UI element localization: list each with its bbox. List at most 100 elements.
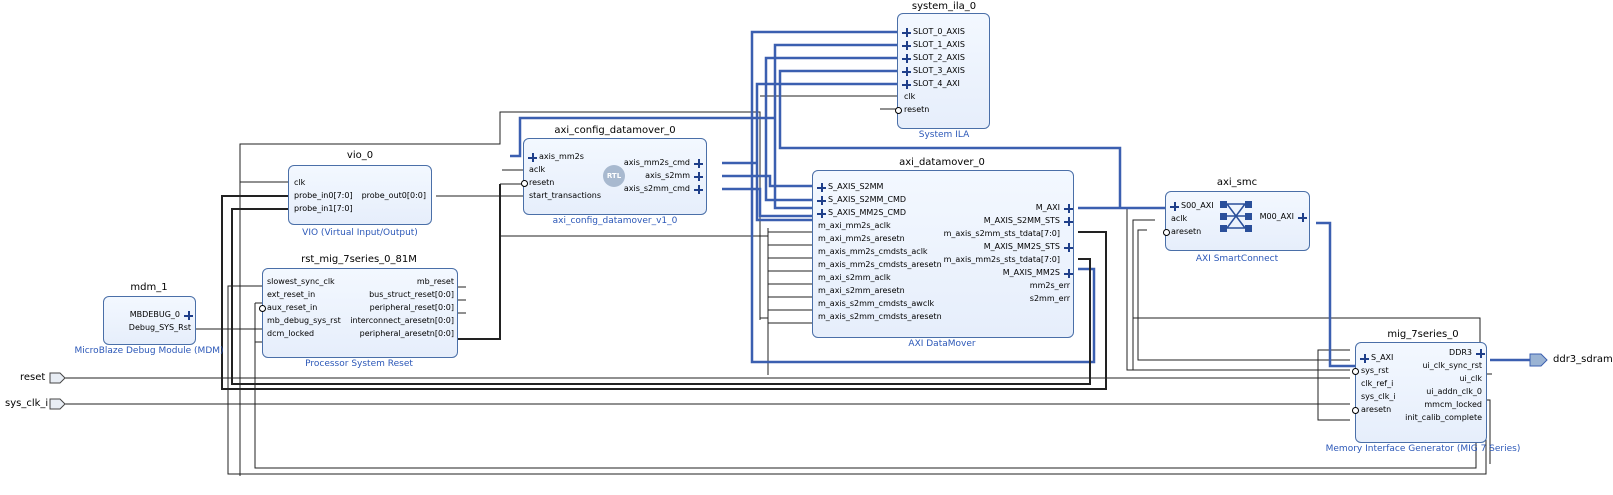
acd-port: axis_mm2s_cmd	[623, 158, 690, 167]
adm-port: M_AXIS_MM2S	[1002, 268, 1060, 277]
s2mm-sts-bus-icon	[1064, 217, 1073, 226]
vio-port: probe_in1[7:0]	[294, 204, 353, 213]
rst-port: mb_reset	[416, 277, 454, 286]
resetn-inverter-icon	[895, 107, 902, 114]
mig-port: ui_clk_sync_rst	[1422, 361, 1482, 370]
system-ila-title: system_ila_0	[911, 1, 977, 12]
adm-port: S_AXIS_MM2S_CMD	[828, 208, 907, 217]
acd-port: aclk	[529, 165, 546, 174]
ila-port: SLOT_0_AXIS	[913, 27, 965, 36]
mbdebug-bus-icon	[184, 311, 193, 320]
mig-subtitle: Memory Interface Generator (MIG 7 Series…	[1325, 444, 1521, 454]
adm-port: m_axi_mm2s_aresetn	[818, 234, 905, 243]
axi-config-datamover-block[interactable]: axis_mm2s aclk resetn start_transactions…	[521, 138, 707, 215]
bus-ila-slot4	[755, 82, 898, 222]
bus-ila-slot2	[764, 56, 898, 202]
mig-port: DDR3	[1449, 348, 1472, 357]
mig-port: init_calib_complete	[1405, 413, 1482, 422]
rst-port: dcm_locked	[267, 329, 315, 338]
axi-config-datamover-title: axi_config_datamover_0	[554, 125, 676, 136]
s00-axi-bus-icon	[1170, 202, 1179, 211]
smc-port: aclk	[1171, 214, 1188, 223]
adm-port: m_axis_mm2s_cmdsts_aresetn	[818, 260, 942, 269]
s-axis-s2mm-cmd-bus-icon	[817, 196, 826, 205]
vio-subtitle: VIO (Virtual Input/Output)	[302, 228, 418, 238]
ila-port: SLOT_4_AXI	[913, 79, 960, 88]
s-axis-mm2s-cmd-bus-icon	[817, 209, 826, 218]
adm-port: m_axi_s2mm_aresetn	[818, 286, 905, 295]
adm-port: M_AXIS_MM2S_STS	[983, 242, 1060, 251]
mig-port: sys_clk_i	[1361, 392, 1396, 401]
mm2s-cmd-bus-icon	[694, 159, 703, 168]
mig-port: sys_rst	[1361, 366, 1389, 375]
slot3-bus-icon	[902, 67, 911, 76]
mdm-port: MBDEBUG_0	[129, 310, 180, 319]
external-port-arrows	[49, 353, 1548, 410]
sys-clk-port-arrow	[49, 398, 66, 410]
m00-axi-bus-icon	[1298, 213, 1307, 222]
adm-port: m_axis_mm2s_sts_tdata[7:0]	[943, 255, 1060, 264]
aresetn-inverter-icon	[1163, 229, 1170, 236]
rst-port: slowest_sync_clk	[267, 277, 335, 286]
mig-port: aresetn	[1361, 405, 1392, 414]
rst-port: ext_reset_in	[267, 290, 316, 299]
adm-port: m_axi_s2mm_aclk	[818, 273, 891, 282]
axi-smc-subtitle: AXI SmartConnect	[1195, 254, 1279, 264]
axi-smc-block[interactable]: S00_AXI aclk aresetn M00_AXI	[1163, 191, 1310, 251]
mig-port: mmcm_locked	[1424, 400, 1482, 409]
system-ila-block[interactable]: SLOT_0_AXIS SLOT_1_AXIS SLOT_2_AXIS SLOT…	[895, 13, 990, 129]
aux-reset-inverter-icon	[259, 305, 266, 312]
ila-port: SLOT_1_AXIS	[913, 40, 965, 49]
mig-port: ui_clk	[1459, 374, 1482, 383]
mig-port: ui_addn_clk_0	[1426, 387, 1482, 396]
adm-port: S_AXIS_S2MM	[828, 182, 884, 191]
rst-port: interconnect_aresetn[0:0]	[350, 316, 454, 325]
mig-port: clk_ref_i	[1361, 379, 1394, 388]
acd-port: axis_s2mm	[645, 171, 690, 180]
adm-port: m_axi_mm2s_aclk	[818, 221, 891, 230]
bus-ila-slot3	[778, 69, 1122, 208]
vio-port: probe_in0[7:0]	[294, 191, 353, 200]
slot1-bus-icon	[902, 41, 911, 50]
vio-port: clk	[294, 178, 306, 187]
axi-datamover-block[interactable]: S_AXIS_S2MM S_AXIS_S2MM_CMD S_AXIS_MM2S_…	[812, 170, 1074, 338]
ila-port: SLOT_3_AXIS	[913, 66, 965, 75]
ddr3-port-arrow	[1529, 353, 1548, 367]
rst-port: mb_debug_sys_rst	[267, 316, 341, 325]
adm-port: m_axis_mm2s_cmdsts_aclk	[818, 247, 928, 256]
sys-rst-inverter-icon	[1352, 368, 1359, 375]
s-axis-s2mm-bus-icon	[817, 183, 826, 192]
smartconnect-crossbar-icon	[1220, 201, 1252, 232]
mdm-subtitle: MicroBlaze Debug Module (MDM)	[74, 346, 224, 356]
ddr3-sdram-port-label: ddr3_sdram	[1553, 354, 1613, 365]
aresetn-inverter-icon	[1352, 407, 1359, 414]
adm-port: M_AXI	[1035, 203, 1060, 212]
slot2-bus-icon	[902, 54, 911, 63]
rtl-badge-icon: RTL	[603, 165, 625, 187]
vio-block[interactable]: clk probe_in0[7:0] probe_in1[7:0] probe_…	[288, 165, 432, 225]
adm-port: mm2s_err	[1029, 281, 1070, 290]
sys-clk-port-label: sys_clk_i	[5, 398, 49, 409]
axi-datamover-subtitle: AXI DataMover	[908, 339, 976, 349]
ddr3-bus-icon	[1476, 349, 1485, 358]
acd-port: axis_mm2s	[539, 152, 584, 161]
mig-title: mig_7series_0	[1387, 329, 1459, 340]
axi-datamover-title: axi_datamover_0	[899, 157, 985, 168]
ila-port: resetn	[904, 105, 930, 114]
mdm-block[interactable]: MBDEBUG_0 Debug_SYS_Rst	[103, 296, 196, 345]
adm-port: m_axis_s2mm_sts_tdata[7:0]	[943, 229, 1060, 238]
acd-port: axis_s2mm_cmd	[623, 184, 690, 193]
bus-ila-slot1	[773, 43, 898, 210]
rst-port: peripheral_reset[0:0]	[369, 303, 454, 312]
adm-port: m_axis_s2mm_cmdsts_aresetn	[818, 312, 942, 321]
mig-block[interactable]: S_AXI sys_rst clk_ref_i sys_clk_i areset…	[1352, 342, 1487, 443]
vio-port: probe_out0[0:0]	[361, 191, 426, 200]
adm-port: M_AXIS_S2MM_STS	[983, 216, 1060, 225]
adm-port: m_axis_s2mm_cmdsts_awclk	[818, 299, 935, 308]
vio-title: vio_0	[346, 150, 374, 161]
acd-port: resetn	[529, 178, 555, 187]
m-axis-mm2s-bus-icon	[1064, 269, 1073, 278]
vector-nets	[221, 184, 1107, 390]
rst-block[interactable]: slowest_sync_clk ext_reset_in aux_reset_…	[259, 268, 458, 358]
rst-port: aux_reset_in	[267, 303, 318, 312]
